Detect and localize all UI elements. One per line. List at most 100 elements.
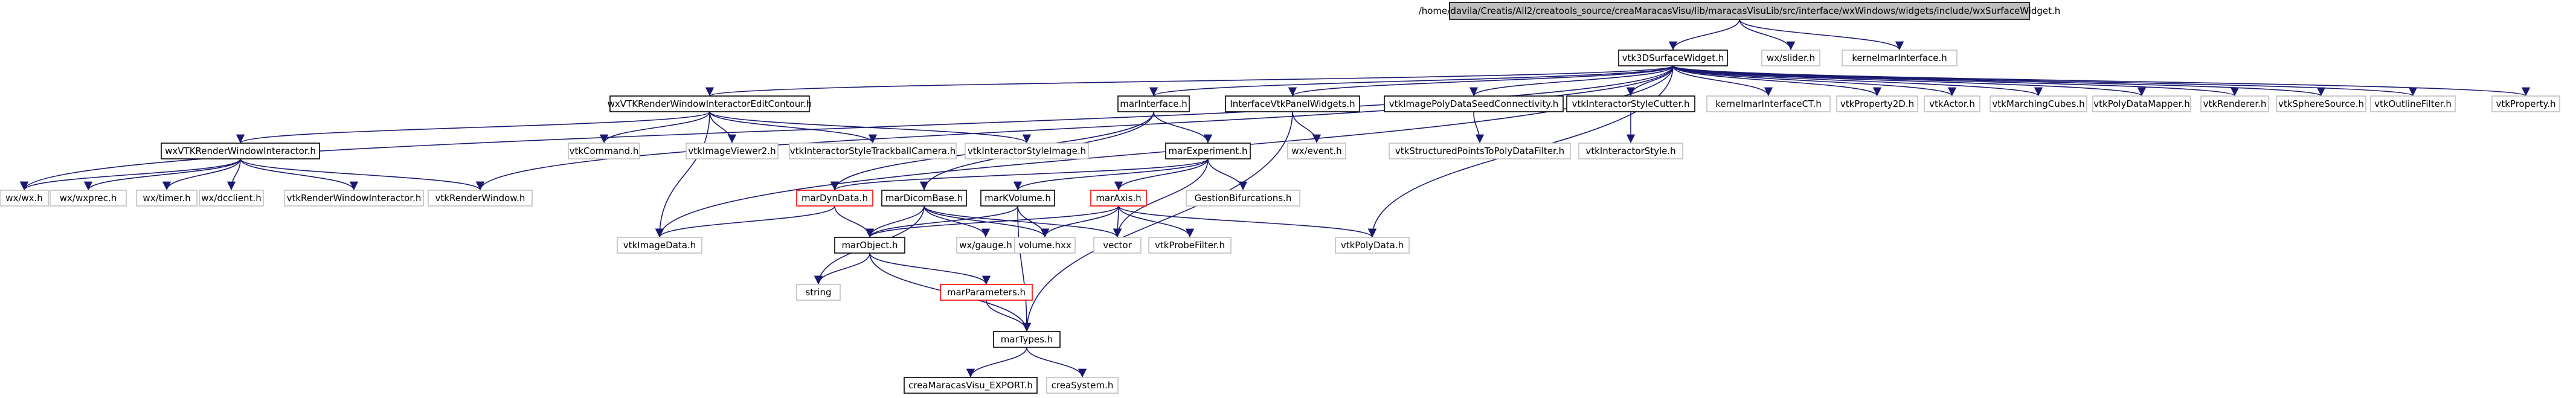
- edge-vtk3DSurfaceWidget-to-vtkRenderWindow: [476, 65, 1674, 191]
- node-vtkInteractorStyleCutter[interactable]: vtkInteractorStyleCutter.h: [1566, 95, 1695, 112]
- node-marExperiment[interactable]: marExperiment.h: [1165, 143, 1251, 159]
- node-vector[interactable]: vector: [1093, 237, 1142, 254]
- node-label-vtkISTrackballCamera: vtkInteractorStyleTrackballCamera.h: [790, 146, 956, 156]
- node-label-vtkCommand: vtkCommand.h: [570, 146, 639, 156]
- node-marParameters[interactable]: marParameters.h: [940, 284, 1033, 301]
- node-interfaceVtkPanelWidgets[interactable]: InterfaceVtkPanelWidgets.h: [1225, 95, 1360, 112]
- node-label-interfaceVtkPanelWidgets: InterfaceVtkPanelWidgets.h: [1230, 98, 1355, 109]
- node-box-volumeHxx: [1014, 237, 1076, 254]
- node-box-marKVolume: [980, 190, 1055, 207]
- node-wxSlider[interactable]: wx/slider.h: [1761, 50, 1820, 66]
- node-marTypes[interactable]: marTypes.h: [993, 331, 1061, 348]
- node-wxGauge[interactable]: wx/gauge.h: [956, 237, 1015, 254]
- node-vtkISTrackballCamera[interactable]: vtkInteractorStyleTrackballCamera.h: [789, 143, 957, 159]
- edge-marObject-to-marParameters: [869, 252, 991, 285]
- node-label-wxSlider: wx/slider.h: [1767, 53, 1815, 63]
- node-label-creaMaracasVisuExport: creaMaracasVisu_EXPORT.h: [908, 380, 1033, 391]
- node-creaMaracasVisuExport[interactable]: creaMaracasVisu_EXPORT.h: [904, 377, 1038, 394]
- edge-wxVTKRWI-to-wxWx: [19, 158, 241, 191]
- node-creaSystem[interactable]: creaSystem.h: [1046, 377, 1119, 394]
- node-wxTimer[interactable]: wx/timer.h: [136, 190, 198, 207]
- node-vtkSphereSource[interactable]: vtkSphereSource.h: [2276, 95, 2366, 112]
- node-vtkImageData[interactable]: vtkImageData.h: [617, 237, 702, 254]
- node-box-vtkImageData: [617, 237, 702, 254]
- node-vtkCommand[interactable]: vtkCommand.h: [568, 143, 640, 159]
- node-vtkInteractorStyle[interactable]: vtkInteractorStyle.h: [1578, 143, 1683, 159]
- node-volumeHxx[interactable]: volume.hxx: [1014, 237, 1076, 254]
- edge-wxVTKRWIEditContour-to-wxVTKRWI: [236, 111, 710, 144]
- node-wxDcclient[interactable]: wx/dcclient.h: [199, 190, 264, 207]
- node-label-marAxis: marAxis.h: [1096, 193, 1141, 204]
- node-vtkRenderWindow[interactable]: vtkRenderWindow.h: [428, 190, 533, 207]
- node-label-vtkProbeFilter: vtkProbeFilter.h: [1155, 240, 1225, 251]
- node-label-vtkSphereSource: vtkSphereSource.h: [2278, 98, 2364, 109]
- node-box-vtkInteractorStyleCutter: [1566, 95, 1695, 112]
- node-box-vector: [1093, 237, 1142, 254]
- node-marObject[interactable]: marObject.h: [834, 237, 905, 254]
- node-label-wxEvent: wx/event.h: [1291, 146, 1341, 156]
- edge-wxVTKRWIEditContour-to-vtkImageData: [655, 111, 710, 238]
- node-box-vtkPolyDataMapper: [2092, 95, 2191, 112]
- edge-vtk3DSurfaceWidget-to-vtkRenderer: [1672, 65, 2239, 97]
- node-root[interactable]: /home/davila/Creatis/All2/creatools_sour…: [1419, 2, 2061, 20]
- node-box-wxSlider: [1761, 50, 1820, 66]
- edge-wxVTKRWIEditContour-to-vtkISTrackballCamera: [709, 111, 878, 144]
- node-label-volumeHxx: volume.hxx: [1018, 240, 1071, 251]
- node-vtkImagePolyDataSeedConnectivity[interactable]: vtkImagePolyDataSeedConnectivity.h: [1384, 95, 1564, 112]
- node-kernelMarInterface[interactable]: kernelmarInterface.h: [1842, 50, 1958, 66]
- node-marDynData[interactable]: marDynData.h: [796, 190, 873, 207]
- edge-marObject-to-string: [814, 252, 870, 285]
- node-vtkActor[interactable]: vtkActor.h: [1924, 95, 1980, 112]
- node-vtkSPToPolyDataFilter[interactable]: vtkStructuredPointsToPolyDataFilter.h: [1389, 143, 1571, 159]
- edge-marDicomBase-to-vector: [923, 205, 1122, 238]
- node-box-wxDcclient: [199, 190, 264, 207]
- node-vtkPolyDataMapper[interactable]: vtkPolyDataMapper.h: [2092, 95, 2191, 112]
- node-box-vtkRenderer: [2200, 95, 2269, 112]
- node-box-vtkOutlineFilter: [2370, 95, 2456, 112]
- node-label-vtkRWI: vtkRenderWindowInteractor.h: [287, 193, 422, 204]
- node-gestionBifurcations[interactable]: GestionBifurcations.h: [1186, 190, 1300, 207]
- node-box-wxVTKRWIEditContour: [609, 95, 810, 112]
- node-string[interactable]: string: [796, 284, 841, 301]
- node-label-creaSystem: creaSystem.h: [1052, 380, 1114, 391]
- node-wxVTKRWIEditContour[interactable]: wxVTKRenderWindowInteractorEditContour.h: [608, 95, 812, 112]
- node-marKVolume[interactable]: marKVolume.h: [980, 190, 1055, 207]
- node-vtkImageViewer2[interactable]: vtkImageViewer2.h: [686, 143, 779, 159]
- node-vtkProperty2D[interactable]: vtkProperty2D.h: [1836, 95, 1918, 112]
- edge-vtk3DSurfaceWidget-to-vtkMarchingCubes: [1672, 65, 2043, 97]
- node-box-vtkImageViewer2: [686, 143, 779, 159]
- node-label-wxVTKRWI: wxVTKRenderWindowInteractor.h: [165, 146, 316, 156]
- node-box-vtkProbeFilter: [1148, 237, 1232, 254]
- node-vtkRWI[interactable]: vtkRenderWindowInteractor.h: [284, 190, 424, 207]
- node-vtkProbeFilter[interactable]: vtkProbeFilter.h: [1148, 237, 1232, 254]
- node-vtk3DSurfaceWidget[interactable]: vtk3DSurfaceWidget.h: [1618, 50, 1728, 66]
- edge-marInterface-to-marExperiment: [1153, 111, 1213, 144]
- node-marDicomBase[interactable]: marDicomBase.h: [881, 190, 967, 207]
- node-vtkOutlineFilter[interactable]: vtkOutlineFilter.h: [2370, 95, 2456, 112]
- node-label-kernelMarInterface: kernelmarInterface.h: [1852, 53, 1947, 63]
- node-box-vtkRenderWindow: [428, 190, 533, 207]
- edge-wxVTKRWIEditContour-to-vtkISImage: [709, 111, 1031, 144]
- node-box-wxEvent: [1287, 143, 1346, 159]
- node-box-creaSystem: [1046, 377, 1119, 394]
- edge-wxVTKRWIEditContour-to-vtkImageViewer2: [709, 111, 737, 144]
- node-vtkPolyData[interactable]: vtkPolyData.h: [1335, 237, 1410, 254]
- node-label-wxWx: wx/wx.h: [5, 193, 43, 204]
- node-wxWxprec[interactable]: wx/wxprec.h: [50, 190, 127, 207]
- node-vtkISImage[interactable]: vtkInteractorStyleImage.h: [965, 143, 1089, 159]
- edge-wxVTKRWIEditContour-to-vtkCommand: [599, 111, 710, 144]
- node-vtkProperty[interactable]: vtkProperty.h: [2491, 95, 2560, 112]
- node-marAxis[interactable]: marAxis.h: [1090, 190, 1147, 207]
- node-wxVTKRWI[interactable]: wxVTKRenderWindowInteractor.h: [161, 143, 320, 159]
- node-vtkRenderer[interactable]: vtkRenderer.h: [2200, 95, 2269, 112]
- node-vtkMarchingCubes[interactable]: vtkMarchingCubes.h: [1990, 95, 2087, 112]
- edge-vtk3DSurfaceWidget-to-kernelMarInterfaceCT: [1672, 65, 1773, 97]
- node-wxEvent[interactable]: wx/event.h: [1287, 143, 1346, 159]
- edge-root-to-wxSlider: [1739, 19, 1796, 51]
- node-box-marExperiment: [1165, 143, 1251, 159]
- node-marInterface[interactable]: marInterface.h: [1117, 95, 1190, 112]
- node-wxWx[interactable]: wx/wx.h: [0, 190, 49, 207]
- node-label-vtkISImage: vtkInteractorStyleImage.h: [968, 146, 1086, 156]
- node-kernelMarInterfaceCT[interactable]: kernelmarInterfaceCT.h: [1706, 95, 1831, 112]
